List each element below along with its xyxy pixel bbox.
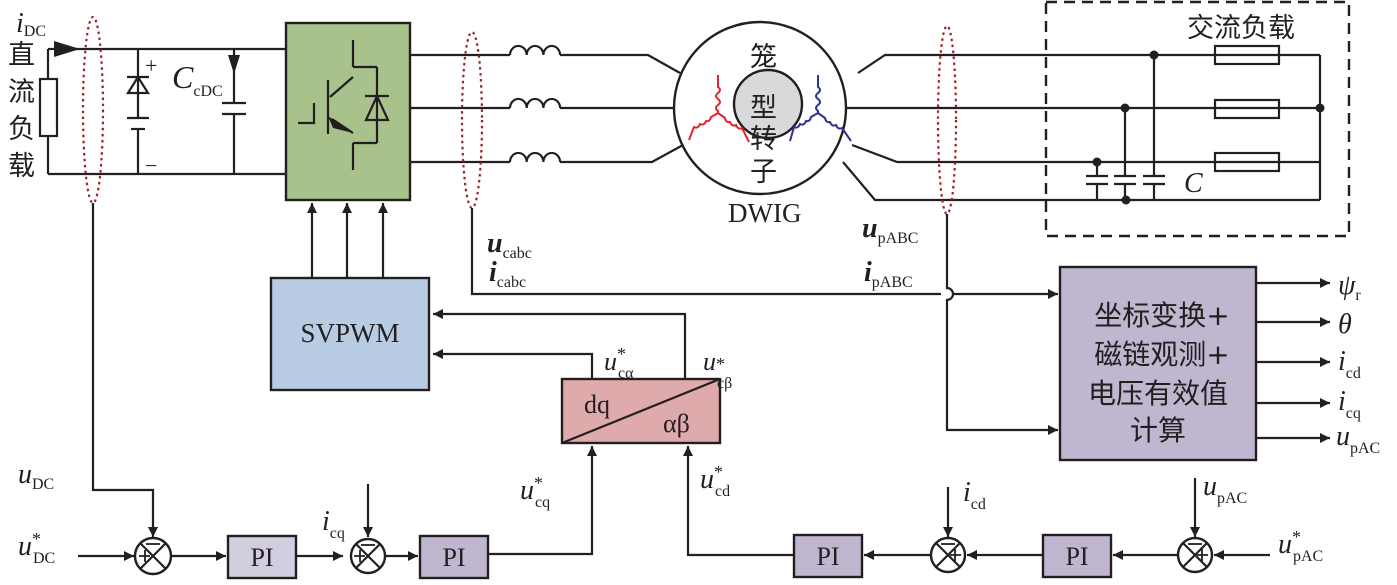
cage-rotor [732,68,804,140]
ac-capacitor-2-icon [1114,174,1136,200]
dc-circuit [38,41,287,176]
calc-line-2: 磁链观测+ [1094,338,1229,371]
control-winding-icon [688,75,750,143]
udc-label: uDC [18,459,54,493]
inverter-block [284,21,412,202]
upac-out-label: upAC [1336,421,1380,457]
pi-controller-current-q [418,534,490,580]
u-cbeta-wire [433,309,687,379]
calc-line-3: 电压有效值 [1088,377,1228,410]
psi-r-label: ψr [1338,270,1361,304]
pi-label-2: PI [442,543,465,572]
ac-load-box [1044,0,1351,238]
dc-measurement-ellipse [81,15,105,205]
summing-junction-4 [1176,536,1214,574]
cdc-current-arrow-icon [228,55,240,74]
u-calpha-wire [433,349,594,379]
pi-label-3: PI [816,542,839,571]
ucq-ref-label: u*cq [520,473,550,511]
u-cabc-label: ucabc [487,228,532,262]
ac-load-resistor-b [1213,98,1281,120]
machine-name: DWIG [728,198,801,228]
i-pabc-label: ipABC [864,257,913,291]
summing-junction-1 [133,536,173,576]
ac-load-title: 交流负载 [1187,13,1295,44]
i-cabc-label: icabc [489,257,526,291]
minus-sign: − [145,153,157,178]
power-winding-icon [789,75,852,142]
calc-line-4: 计算 [1130,414,1186,447]
upac-ref-label: u*pAC [1278,527,1323,565]
power-measurement-wire [945,214,1058,435]
udc-feedback-wire [91,203,158,537]
upac-label: upAC [1203,471,1247,507]
dc-load-resistor [38,77,59,138]
ucd-ref-label: u*cd [700,462,730,500]
svpwm-label: SVPWM [300,318,399,348]
u-pabc-label: upABC [862,213,918,247]
pi-label-4: PI [1065,542,1088,571]
ac-capacitor-3-icon [1143,174,1165,200]
power-measurement-ellipse [936,24,958,216]
rotor-char-1: 笼 [750,42,777,73]
theta-label: θ [1338,309,1352,340]
summing-junction-2 [349,537,387,575]
udc-ref-label: u*DC [18,529,55,567]
plus-sign: + [145,53,157,78]
rotor-char-4: 子 [750,157,777,188]
igbt-icon [298,40,390,170]
svpwm-block [269,276,431,392]
inductor-b-icon [508,97,562,109]
converter-measurement-wire [470,208,941,296]
ac-capacitor-label: C [1184,168,1203,199]
inductor-a-icon [508,44,562,56]
pi-label-1: PI [250,543,273,572]
ucd-ref-wire [683,446,795,557]
inductor-c-icon [508,151,562,163]
calc-block [1058,265,1258,462]
dc-diode-icon [126,74,150,95]
converter-measurement-ellipse [460,30,484,210]
icq-label: icq [322,506,345,542]
dq-label: dq [584,390,610,419]
calc-line-1: 坐标变换+ [1094,299,1229,332]
ac-load-network [1086,44,1325,205]
rotor-char-3: 转 [750,124,777,155]
ac-load-resistor-c [1213,151,1281,173]
pi-controller-current-d [792,533,864,579]
converter-phase-lines [410,44,684,164]
ac-load-resistor-a [1213,44,1281,66]
power-phase-lines [842,53,1320,202]
dc-load-char-2: 流 [8,77,35,108]
alphabeta-label: αβ [663,409,690,438]
u-calpha-label: u*cα [604,344,634,382]
icd-out-label: icd [1338,346,1361,382]
summing-junction-3 [929,536,967,574]
pi-controller-voltage-ac [1041,533,1113,579]
ccdc-label: CcDC [172,59,223,100]
icd-label: icd [963,477,986,513]
idc-arrow-icon [54,41,80,57]
u-cbeta-label: ucβ*cβ [703,347,732,392]
ac-capacitor-1-icon [1086,174,1108,200]
rotor-char-2: 型 [750,93,777,124]
pi-controller-voltage-dc [226,534,298,580]
ucq-ref-wire [488,446,597,556]
icq-out-label: icq [1338,386,1361,422]
idc-label: iDC [16,8,46,40]
dc-load-char-1: 直 [8,40,35,71]
dc-load-char-4: 载 [8,151,35,182]
dc-load-char-3: 负 [8,114,35,145]
